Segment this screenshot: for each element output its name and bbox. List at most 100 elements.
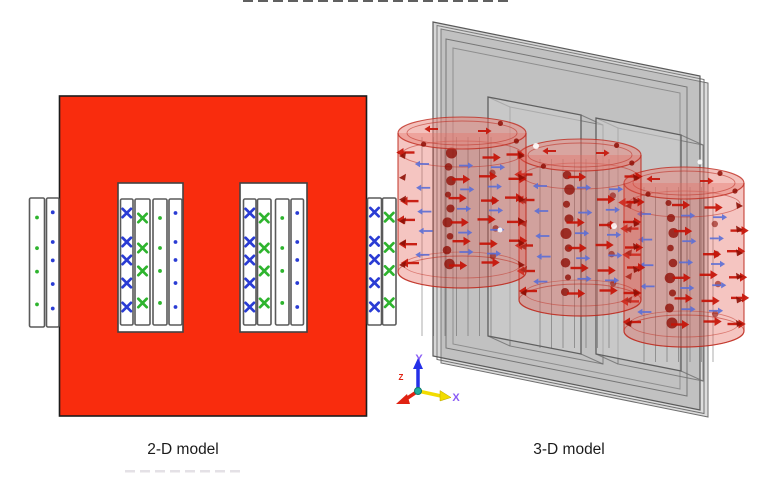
winding-top-ring (632, 170, 736, 196)
winding-top-ring (406, 120, 518, 146)
flux-arrow-head (610, 286, 618, 295)
window-depth-edge (680, 370, 704, 382)
coil-bar (366, 197, 383, 326)
current-out-of-page-symbol (50, 306, 55, 311)
flux-arrow-head (488, 214, 496, 224)
flux-arrow-head (533, 278, 539, 285)
vector-cone (562, 200, 571, 208)
text-fragment (243, 0, 253, 2)
coil-bar (381, 197, 397, 326)
vector-cone (736, 225, 743, 233)
flux-arrow-head (608, 266, 616, 275)
render-glint (611, 223, 617, 229)
core-lamination-edge (436, 24, 705, 415)
text-fragment (273, 0, 283, 2)
current-into-page-symbol (121, 254, 133, 266)
vector-cone (444, 258, 455, 270)
flux-arrow-head (467, 229, 473, 236)
current-into-page-symbol (383, 264, 395, 277)
flux-arrow-head (578, 289, 586, 298)
flux-arrow-head (608, 195, 616, 204)
flux-arrow-head (618, 198, 626, 207)
flux-arrow-head (493, 153, 501, 162)
flux-arrow-head (685, 293, 693, 303)
coil-bar (242, 198, 257, 326)
current-out-of-page-symbol (280, 246, 285, 250)
flux-arrow-head (579, 172, 587, 182)
window-depth-edge (487, 335, 511, 347)
vector-cone (668, 289, 677, 297)
vector-cone (560, 227, 572, 240)
render-glint (697, 159, 703, 165)
flux-arrow-head (714, 317, 722, 326)
vector-cone (736, 320, 743, 327)
vector-cone (736, 272, 743, 280)
vector-cone (711, 220, 718, 228)
flux-arrow-head (586, 184, 592, 191)
text-fragment (393, 0, 403, 2)
flux-arrow-head (542, 147, 548, 155)
flux-arrow-head (490, 239, 498, 249)
flux-arrow-head (614, 277, 620, 284)
flux-arrow-head (417, 208, 423, 215)
vector-cone (736, 249, 743, 257)
current-out-of-page-symbol (280, 269, 285, 273)
flux-arrow-head (637, 197, 645, 207)
flux-arrow-head (500, 164, 506, 171)
flux-arrow-head (646, 175, 652, 183)
current-into-page-symbol (383, 241, 395, 253)
text-fragment (423, 0, 433, 2)
core-cross-section (58, 95, 368, 417)
flux-arrow-head (606, 240, 614, 250)
flux-arrow-head (418, 227, 424, 235)
vector-cone (444, 163, 453, 171)
flux-arrow-head (710, 270, 718, 280)
vector-cone (421, 141, 427, 147)
current-out-of-page-symbol (35, 302, 39, 307)
vector-cone (736, 202, 743, 209)
vector-cone (668, 227, 679, 239)
current-into-page-symbol (258, 212, 270, 224)
current-into-page-symbol (136, 297, 149, 309)
vector-cone (564, 214, 574, 224)
flux-arrow-head (577, 218, 585, 227)
vector-cone (629, 160, 635, 166)
vector-cone (667, 244, 674, 252)
current-into-page-symbol (244, 254, 256, 266)
text-fragment (155, 470, 165, 473)
text-fragment (453, 0, 463, 2)
text-fragment (303, 0, 313, 2)
text-fragment (258, 0, 268, 2)
vector-cone (712, 310, 719, 318)
current-out-of-page-symbol (50, 282, 55, 286)
flux-arrow-head (463, 174, 471, 184)
flux-arrow-head (620, 224, 628, 234)
vector-cone (665, 199, 672, 207)
vector-cone (446, 204, 455, 213)
vector-cone (520, 220, 527, 227)
text-fragment (318, 0, 328, 2)
x-axis-arrowhead (439, 390, 452, 402)
cropped-text-top (243, 0, 508, 2)
vector-cone (608, 250, 615, 258)
flux-arrow-head (718, 235, 724, 242)
flux-arrow-head (416, 184, 422, 191)
flux-arrow-head (618, 186, 624, 193)
flux-arrow-head (498, 207, 504, 214)
current-out-of-page-symbol (50, 240, 55, 244)
current-out-of-page-symbol (173, 240, 178, 244)
current-out-of-page-symbol (35, 215, 39, 220)
current-out-of-page-symbol (295, 211, 300, 215)
vector-cone (489, 252, 496, 260)
winding-cylinder (618, 166, 750, 348)
current-out-of-page-symbol (295, 240, 300, 244)
current-out-of-page-symbol (173, 281, 178, 285)
y-axis-label: Y (415, 353, 423, 365)
vector-cone (518, 261, 525, 268)
current-into-page-symbol (136, 212, 149, 224)
current-into-page-symbol (121, 277, 133, 289)
flux-arrow-head (461, 217, 469, 227)
vector-cone (625, 272, 632, 280)
